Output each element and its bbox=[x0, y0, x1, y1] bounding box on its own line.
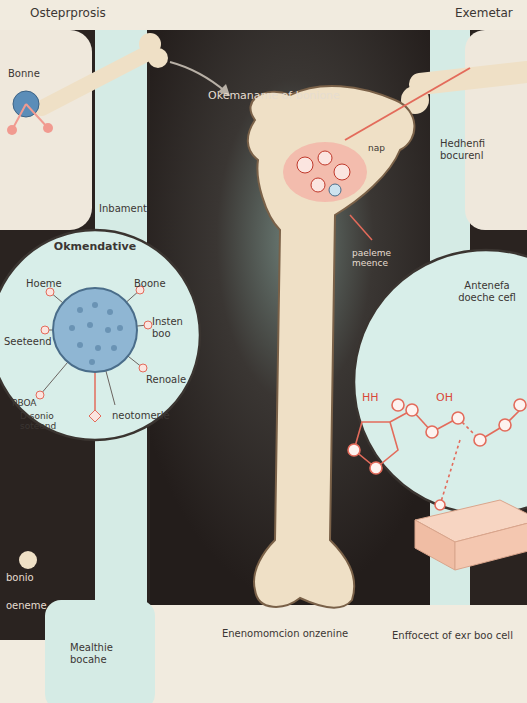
part-label: Inbament bbox=[99, 203, 159, 215]
mint-footer bbox=[45, 600, 155, 703]
small-bone bbox=[420, 72, 527, 84]
part-label: nap bbox=[368, 143, 398, 153]
dot bbox=[107, 309, 113, 315]
part-label: D sonio soteend bbox=[20, 411, 78, 432]
dot bbox=[89, 359, 95, 365]
cell-sphere bbox=[53, 288, 137, 372]
atom bbox=[426, 426, 438, 438]
dot bbox=[87, 322, 93, 328]
part-label: Hoeme bbox=[26, 278, 76, 290]
cell-line bbox=[26, 104, 48, 128]
cream-footer bbox=[150, 605, 527, 703]
part-label: Hedhenfi bocurenl bbox=[440, 138, 522, 161]
caption-label: Enenomomcion onzenine bbox=[210, 628, 360, 640]
chemical-structure bbox=[354, 410, 520, 505]
header-text: Exemetar bbox=[455, 7, 527, 21]
bone-cell bbox=[334, 164, 350, 180]
part-label: Seeteend bbox=[4, 336, 64, 348]
damage-zone bbox=[283, 142, 367, 202]
atom bbox=[499, 419, 511, 431]
marker bbox=[89, 410, 101, 422]
part-label: Insten boo bbox=[152, 316, 196, 339]
marker bbox=[41, 326, 49, 334]
block-side bbox=[415, 520, 455, 570]
part-label: Mealthie bocahe bbox=[70, 642, 140, 665]
cream-panel bbox=[465, 30, 527, 230]
atom bbox=[435, 500, 445, 510]
part-label: oeneme bbox=[6, 600, 56, 612]
atom bbox=[406, 404, 418, 416]
cell-line bbox=[12, 104, 26, 130]
part-label: Bonne bbox=[8, 68, 58, 80]
atom bbox=[392, 399, 404, 411]
marker bbox=[139, 364, 147, 372]
dot bbox=[111, 345, 117, 351]
circle-shape bbox=[354, 250, 527, 514]
marker bbox=[36, 391, 44, 399]
circle-shape bbox=[0, 230, 200, 440]
bone-knob bbox=[148, 48, 168, 68]
markers bbox=[36, 286, 152, 422]
header-text: Osteprprosis bbox=[30, 7, 150, 21]
part-label: PBOA bbox=[12, 398, 52, 408]
ring bbox=[354, 422, 398, 468]
part-label: Boone bbox=[134, 278, 184, 290]
bone-cell bbox=[329, 184, 341, 196]
dot bbox=[69, 325, 75, 331]
bone-cell bbox=[311, 178, 325, 192]
small-bone bbox=[42, 52, 150, 108]
bone-cell bbox=[297, 157, 313, 173]
cream-panel bbox=[0, 30, 92, 230]
atom bbox=[370, 462, 382, 474]
dot bbox=[105, 327, 111, 333]
arrow-line bbox=[170, 62, 226, 92]
dot bbox=[117, 325, 123, 331]
dot bbox=[95, 345, 101, 351]
pointer-line bbox=[350, 215, 372, 240]
atom-label: HH bbox=[362, 392, 392, 405]
caption-label: Enffocect of exr boo cell bbox=[385, 630, 520, 642]
info-circle: Antenefa doeche cefl bbox=[352, 248, 527, 516]
atom bbox=[474, 434, 486, 446]
atom bbox=[514, 399, 526, 411]
part-label: neotomerle bbox=[112, 410, 187, 422]
part-label: bonio bbox=[6, 572, 56, 584]
block-front bbox=[455, 520, 527, 570]
atoms bbox=[348, 399, 526, 510]
pointer-line bbox=[345, 68, 470, 140]
dot bbox=[77, 307, 83, 313]
dot bbox=[77, 342, 83, 348]
section-heading: Okemaname of bonione bbox=[208, 90, 378, 103]
atom-label: OH bbox=[436, 392, 466, 405]
atom bbox=[452, 412, 464, 424]
bond bbox=[440, 440, 460, 505]
dot bbox=[92, 302, 98, 308]
tissue-block bbox=[415, 500, 527, 570]
marker bbox=[46, 288, 54, 296]
sphere-dots bbox=[69, 302, 123, 365]
marker bbox=[144, 321, 152, 329]
node-heading: Okmendative bbox=[33, 240, 157, 253]
leader-line bbox=[94, 372, 96, 415]
node-heading: Antenefa doeche cefl bbox=[450, 280, 524, 304]
part-label: Renoale bbox=[146, 374, 201, 386]
bone-ball bbox=[19, 551, 37, 569]
atom bbox=[348, 444, 360, 456]
callout-label: paeleme meence bbox=[352, 248, 404, 269]
bone-cell bbox=[318, 151, 332, 165]
